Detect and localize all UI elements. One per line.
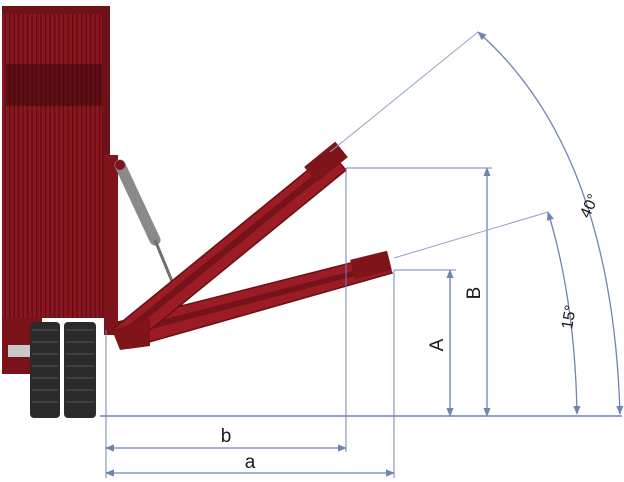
wheel-icon <box>64 322 96 418</box>
machine-housing <box>2 6 110 318</box>
angle-arc-15 <box>546 211 581 415</box>
chassis-bracket <box>8 345 34 357</box>
angle-arc-40 <box>477 31 624 415</box>
machine-dark-band <box>6 64 106 106</box>
machine-body <box>2 6 118 374</box>
machine-hinge-frame <box>104 155 118 335</box>
dimension-A-label: A <box>427 338 448 351</box>
angle-ray-lower <box>393 211 549 259</box>
machine-top-edge <box>2 6 110 14</box>
dimension-B-label: B <box>464 287 485 300</box>
wheels <box>30 322 96 418</box>
angle-label-15: 15° <box>559 304 580 331</box>
dimension-b-label: b <box>221 426 232 447</box>
angle-label-40: 40° <box>577 192 602 221</box>
dimension-a-label: a <box>245 452 256 473</box>
wheel-icon <box>30 322 60 418</box>
angle-ray-upper <box>329 31 479 153</box>
